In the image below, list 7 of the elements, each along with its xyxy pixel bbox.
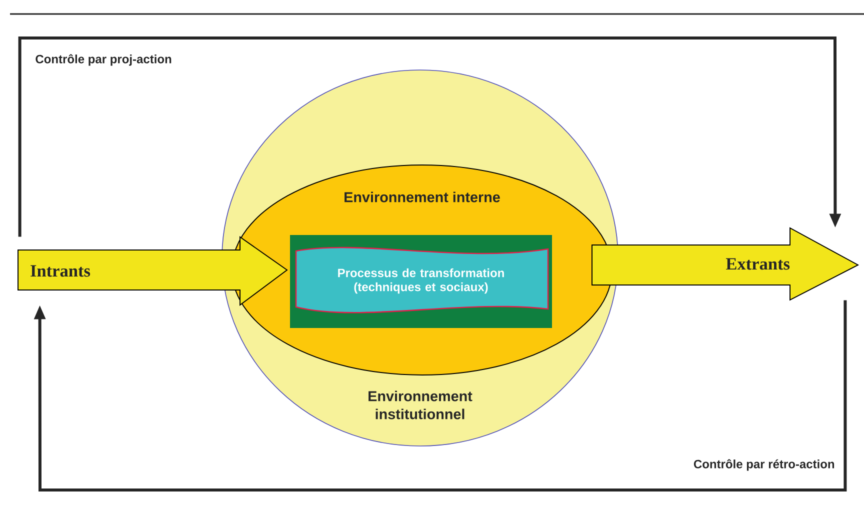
circle-label: Environnement institutionnel: [368, 390, 472, 420]
ellipse-label: Environnement interne: [344, 192, 500, 202]
edge-label: Contrôle par rétro-action: [691, 457, 837, 473]
arrow: [18, 36, 842, 237]
arrow: [34, 300, 847, 492]
process-box: Processus de transformation (techniques et sociaux): [290, 235, 552, 328]
edge-label: Contrôle par proj-action: [33, 52, 174, 68]
